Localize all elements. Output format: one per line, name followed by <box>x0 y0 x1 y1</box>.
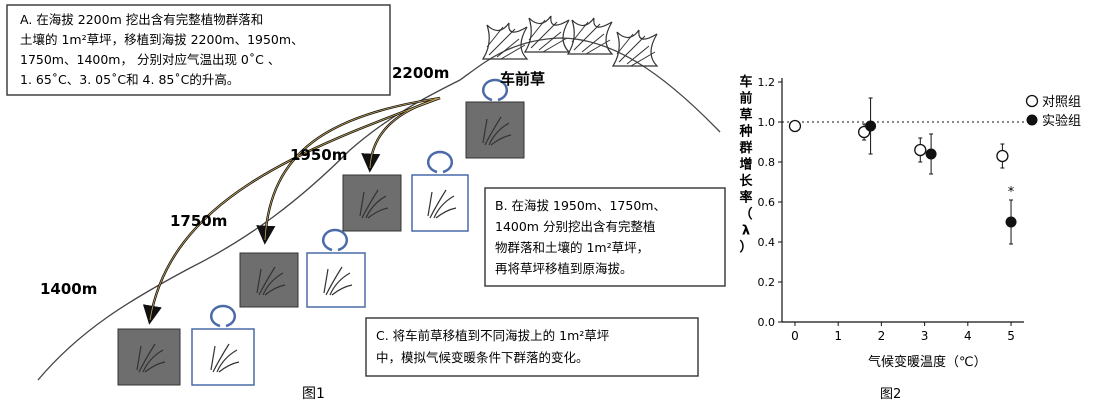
turf-box-1950-moved <box>342 174 402 232</box>
box-b <box>484 187 726 287</box>
significance-mark: * <box>1008 185 1015 200</box>
y-tick-label: 0.6 <box>758 196 776 209</box>
y-tick-label: 1.2 <box>758 76 776 89</box>
legend-label-experiment: 实验组 <box>1042 113 1081 129</box>
y-tick-label: 0.0 <box>758 316 776 329</box>
x-tick-label: 0 <box>791 329 799 343</box>
y-axis-label-char: 长 <box>739 173 753 189</box>
box-a-line-3: 1750m、1400m， 分别对应气温出现 0˚C 、 <box>20 52 280 67</box>
box-b-line-1: B. 在海拔 1950m、1750m、 <box>495 198 666 213</box>
y-axis-label-char: 草 <box>739 107 752 123</box>
data-point-control <box>914 143 927 157</box>
figure1-caption: 图1 <box>302 386 325 402</box>
turf-box-1400-local <box>191 328 255 386</box>
box-c-line-1: C. 将车前草移植到不同海拔上的 1m²草坪 <box>376 328 609 343</box>
plant-tufts <box>482 22 528 60</box>
plant-label: 车前草 <box>500 70 545 88</box>
altitude-label-1750: 1750m <box>170 212 227 230</box>
altitude-label-2200: 2200m <box>392 64 449 82</box>
data-point-experiment <box>865 120 877 132</box>
y-tick-label: 0.4 <box>758 236 776 249</box>
y-axis-label-char: 群 <box>739 140 752 156</box>
y-axis-label-char: 种 <box>738 124 752 140</box>
return-loop-icons <box>210 78 508 328</box>
data-point-experiment <box>925 148 937 160</box>
y-tick-label: 0.8 <box>758 156 776 169</box>
turf-box-2200 <box>465 101 525 159</box>
turf-box-1750-moved <box>239 252 299 308</box>
legend: 对照组 实验组 <box>1025 94 1081 129</box>
y-axis-label-char: 前 <box>739 91 752 107</box>
box-a-line-4: 1. 65˚C、3. 05˚C和 4. 85˚C的升高。 <box>20 72 239 87</box>
box-a-line-1: A. 在海拔 2200m 挖出含有完整植物群落和 <box>20 12 263 27</box>
y-axis-label-char: （ <box>739 206 752 222</box>
data-point-control <box>788 119 802 133</box>
legend-marker-control <box>1025 94 1039 108</box>
box-b-line-4: 再将草坪移植到原海拔。 <box>495 261 633 276</box>
box-b-line-3: 物群落和土壤的 1m²草坪， <box>495 240 649 255</box>
x-tick-label: 4 <box>964 329 972 343</box>
altitude-label-1950: 1950m <box>290 146 347 164</box>
box-a-line-2: 土壤的 1m²草坪，移植到海拔 2200m、1950m、 <box>20 32 304 47</box>
y-axis-label-char: 增 <box>739 157 752 173</box>
x-tick-label: 2 <box>878 329 886 343</box>
y-axis-label-char: λ <box>742 224 750 239</box>
x-tick-label: 3 <box>921 329 929 343</box>
y-tick-label: 1.0 <box>758 116 776 129</box>
box-c <box>365 317 699 377</box>
y-axis-label-char: 车 <box>739 74 752 90</box>
turf-box-1400-moved <box>117 328 181 386</box>
x-axis-label: 气候变暖温度（℃） <box>868 354 987 370</box>
altitude-label-1400: 1400m <box>40 280 97 298</box>
turf-box-1750-local <box>306 252 366 308</box>
box-b-line-2: 1400m 分别挖出含有完整植 <box>495 219 655 234</box>
x-tick-label: 1 <box>834 329 842 343</box>
y-axis-label-char: 率 <box>739 190 752 206</box>
y-tick-label: 0.2 <box>758 276 776 289</box>
y-axis-label-char: ） <box>739 239 752 255</box>
data-point-control <box>996 149 1009 163</box>
data-point-experiment <box>1005 216 1017 228</box>
box-c-line-2: 中，模拟气候变暖条件下群落的变化。 <box>376 350 589 365</box>
x-tick-label: 5 <box>1007 329 1015 343</box>
turf-box-1950-local <box>411 174 469 232</box>
legend-marker-experiment <box>1026 114 1038 126</box>
legend-label-control: 对照组 <box>1042 95 1081 110</box>
box-a <box>6 4 391 96</box>
figure2-caption: 图2 <box>880 387 901 402</box>
